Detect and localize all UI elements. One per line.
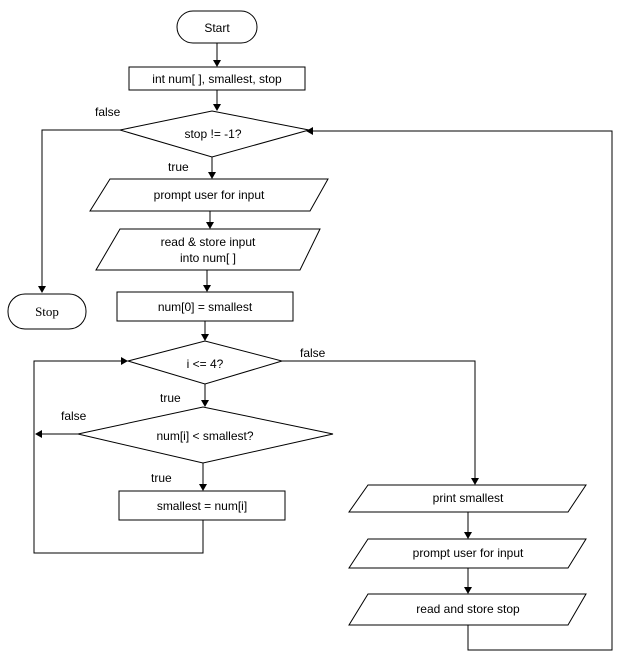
outer-decision-label: stop != -1? bbox=[184, 127, 241, 141]
edge-outer-false bbox=[41, 129, 120, 287]
arrowhead-return bbox=[306, 127, 313, 135]
inner-false-label: false bbox=[300, 346, 326, 360]
arrowheads bbox=[35, 60, 479, 594]
edge-return-loop bbox=[313, 130, 613, 651]
compare-true-label: true bbox=[151, 471, 172, 485]
arrowhead-print bbox=[471, 478, 479, 485]
read-store-label-line2: into num[ ] bbox=[180, 251, 236, 265]
prompt-input-2-label: prompt user for input bbox=[413, 546, 524, 560]
arrowhead-compare bbox=[201, 400, 209, 407]
arrowhead-prompt-1 bbox=[208, 172, 216, 179]
arrowhead-assign bbox=[199, 484, 207, 491]
prompt-input-1-label: prompt user for input bbox=[154, 188, 265, 202]
assign-smallest-process bbox=[118, 490, 286, 521]
read-store-io bbox=[95, 228, 321, 271]
edge-loop-back bbox=[33, 360, 204, 554]
compare-decision bbox=[77, 406, 334, 464]
read-store-label-line1: read & store input bbox=[161, 235, 256, 249]
inner-decision-label: i <= 4? bbox=[187, 357, 224, 371]
prompt-input-2-io bbox=[348, 538, 587, 569]
edge-inner-false bbox=[282, 360, 476, 478]
declare-label: int num[ ], smallest, stop bbox=[152, 72, 282, 86]
start-label: Start bbox=[204, 21, 230, 35]
stop-label: Stop bbox=[35, 304, 59, 319]
arrowhead-prompt-2 bbox=[464, 532, 472, 539]
arrowhead-read bbox=[206, 222, 214, 229]
arrowhead-compare-false bbox=[35, 430, 42, 438]
init-smallest-label: num[0] = smallest bbox=[158, 300, 253, 314]
init-smallest-process bbox=[116, 291, 294, 322]
stop-terminal bbox=[7, 293, 87, 330]
arrowhead-init bbox=[203, 285, 211, 292]
inner-true-label: true bbox=[160, 391, 181, 405]
arrowhead-declare bbox=[213, 60, 221, 67]
prompt-input-1-io bbox=[89, 178, 329, 212]
inner-decision bbox=[126, 340, 284, 385]
outer-false-label: false bbox=[95, 105, 121, 119]
arrowhead-loop-back bbox=[121, 357, 128, 365]
assign-smallest-label: smallest = num[i] bbox=[157, 499, 247, 513]
print-smallest-io bbox=[348, 484, 587, 513]
print-smallest-label: print smallest bbox=[433, 491, 504, 505]
compare-decision-label: num[i] < smallest? bbox=[156, 429, 253, 443]
outer-decision bbox=[119, 110, 310, 158]
arrowhead-read-stop bbox=[464, 587, 472, 594]
declare-process bbox=[128, 66, 306, 91]
start-terminal bbox=[176, 10, 258, 44]
read-stop-io bbox=[348, 593, 587, 626]
connectors bbox=[33, 43, 613, 651]
arrowhead-inner bbox=[201, 334, 209, 341]
compare-false-label: false bbox=[61, 409, 87, 423]
arrowhead-stop bbox=[38, 286, 46, 293]
arrowhead-outer bbox=[213, 104, 221, 111]
read-stop-label: read and store stop bbox=[416, 602, 520, 616]
outer-true-label: true bbox=[168, 160, 189, 174]
